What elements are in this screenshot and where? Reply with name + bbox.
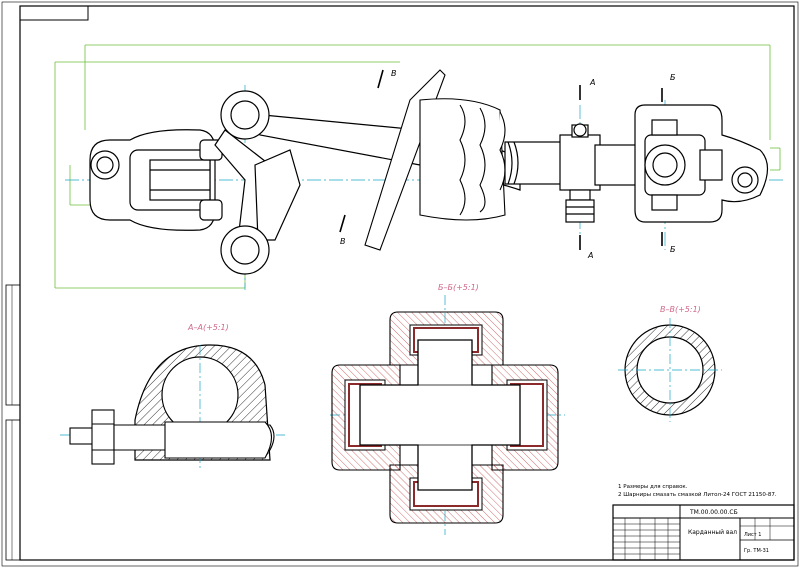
cut-mark-b-top: Б xyxy=(670,73,676,82)
left-strip-1 xyxy=(5,284,21,406)
cut-mark-a-top: А xyxy=(589,78,595,87)
sheet-info: Лист 1 xyxy=(744,532,761,538)
section-aa-view: А–А(+5:1) xyxy=(60,323,285,470)
boot-seal xyxy=(364,69,506,251)
section-aa-nut xyxy=(91,409,115,465)
right-yoke xyxy=(634,104,769,223)
cut-marks xyxy=(339,69,663,250)
note-2: 2 Шарниры смазать смазкой Литол-24 ГОСТ … xyxy=(618,491,777,498)
cut-mark-v-top: В xyxy=(391,69,397,78)
shaft xyxy=(504,123,641,223)
inner-frame xyxy=(19,5,795,561)
note-1: 1 Размеры для справок. xyxy=(618,484,688,490)
corner-box xyxy=(19,5,89,21)
left-yoke xyxy=(89,129,223,231)
org-name: Гр. ТМ-31 xyxy=(744,548,769,554)
section-aa-label: А–А(+5:1) xyxy=(187,323,229,332)
doc-number: ТМ.00.00.00.СБ xyxy=(689,509,738,516)
section-bb-label: Б–Б(+5:1) xyxy=(438,283,479,292)
section-vv-label: В–В(+5:1) xyxy=(660,305,701,314)
cut-mark-b-bottom: Б xyxy=(670,245,676,254)
section-bb-view: Б–Б(+5:1) xyxy=(330,283,565,535)
cut-mark-v-bottom: В xyxy=(340,237,346,246)
drawing-name: Карданный вал xyxy=(688,529,737,536)
left-strip-2 xyxy=(5,419,21,561)
notes: 1 Размеры для справок. 2 Шарниры смазать… xyxy=(618,484,777,498)
title-block xyxy=(612,504,795,561)
main-view: В В А А Б Б xyxy=(54,44,785,290)
section-vv-view: В–В(+5:1) xyxy=(618,305,722,422)
cut-mark-a-bottom: А xyxy=(587,251,593,260)
